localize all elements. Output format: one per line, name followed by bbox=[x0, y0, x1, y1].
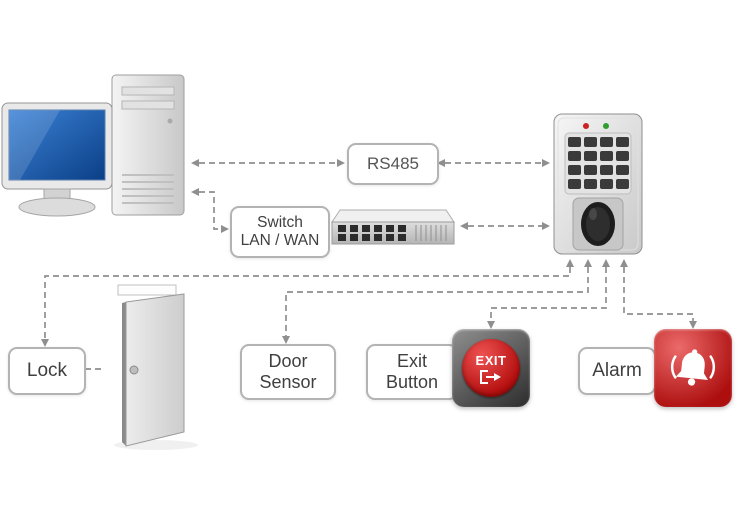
alarm-label: Alarm bbox=[592, 360, 642, 382]
switch-ports bbox=[338, 225, 406, 241]
device-led-red bbox=[583, 123, 589, 129]
door-sensor-box: Door Sensor bbox=[240, 344, 336, 400]
switch-label-line1: Switch bbox=[257, 214, 303, 232]
rs485-box: RS485 bbox=[347, 143, 439, 185]
connector-computer-rs485 bbox=[191, 159, 345, 167]
rs485-label: RS485 bbox=[367, 154, 419, 174]
lock-box: Lock bbox=[8, 347, 86, 395]
connector-device-alarm bbox=[620, 259, 697, 329]
door-sensor-label-line1: Door bbox=[268, 351, 308, 372]
door-frame-top bbox=[117, 284, 177, 296]
connector-rs485-device bbox=[437, 159, 550, 167]
alarm-bell-icon bbox=[670, 349, 716, 386]
exit-button-label-line2: Button bbox=[385, 372, 439, 392]
exit-icon-label: EXIT bbox=[475, 352, 507, 368]
fingerprint-keypad-terminal-icon bbox=[553, 113, 643, 255]
exit-button-box: Exit Button bbox=[366, 344, 458, 400]
fingerprint-sensor bbox=[572, 197, 624, 251]
exit-button-face: EXIT bbox=[462, 339, 520, 397]
computer-tower bbox=[111, 74, 185, 216]
lock-label: Lock bbox=[26, 360, 68, 382]
alarm-box: Alarm bbox=[578, 347, 656, 395]
exit-button-label-line1: Exit bbox=[396, 351, 427, 372]
door-handle bbox=[129, 365, 139, 375]
computer-monitor bbox=[1, 102, 113, 217]
exit-pushbutton-icon: EXIT bbox=[452, 329, 530, 407]
switch-label-line2: LAN / WAN bbox=[240, 232, 320, 249]
connector-device-exit-button bbox=[487, 259, 610, 329]
desktop-computer-icon bbox=[1, 74, 185, 217]
open-door-icon bbox=[114, 284, 198, 450]
connector-device-door-sensor bbox=[282, 259, 592, 344]
switch-vents bbox=[415, 225, 447, 241]
device-led-green bbox=[603, 123, 609, 129]
switch-lan-wan-box: Switch LAN / WAN bbox=[230, 206, 330, 258]
connector-switch-device bbox=[460, 222, 550, 230]
alarm-indicator-icon bbox=[654, 329, 732, 407]
device-keypad bbox=[564, 132, 632, 195]
exit-arrow-icon bbox=[480, 369, 501, 384]
door-sensor-label-line2: Sensor bbox=[259, 372, 317, 392]
network-switch-icon bbox=[331, 209, 455, 245]
